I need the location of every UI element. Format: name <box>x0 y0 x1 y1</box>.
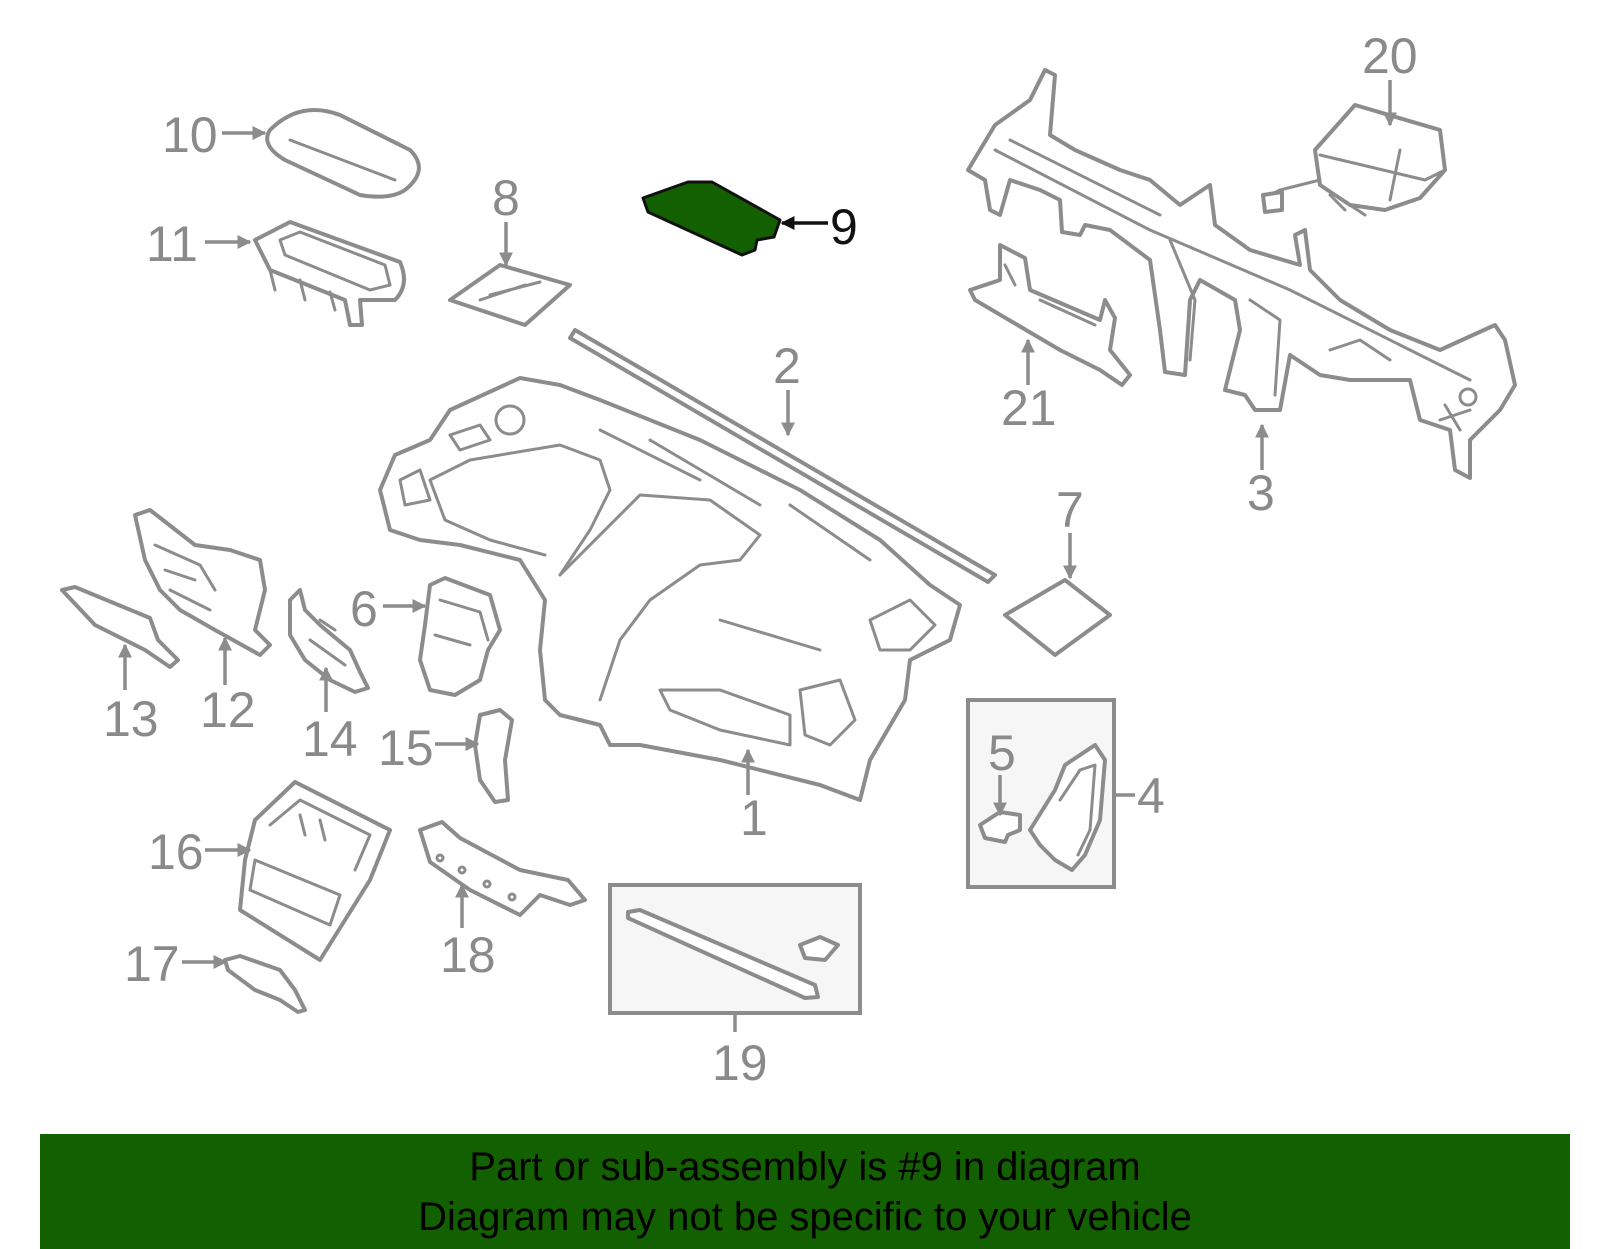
part-2[interactable] <box>568 328 997 584</box>
callout-8[interactable]: 8 <box>492 170 520 226</box>
callout-6[interactable]: 6 <box>350 581 378 637</box>
callout-9[interactable]: 9 <box>830 199 858 255</box>
part-10[interactable] <box>265 108 421 199</box>
callout-19[interactable]: 19 <box>712 1035 768 1091</box>
parts-diagram: 10 11 8 9 2 20 21 3 7 5 4 1 6 13 12 14 1… <box>60 28 1517 1091</box>
part-1[interactable] <box>378 376 962 802</box>
callout-14[interactable]: 14 <box>302 711 358 767</box>
banner-line-2: Diagram may not be specific to your vehi… <box>418 1194 1192 1239</box>
callout-labels: 10 11 8 9 2 20 21 3 7 5 4 1 6 13 12 14 1… <box>103 28 1418 1091</box>
part-21[interactable] <box>968 243 1132 387</box>
callout-15[interactable]: 15 <box>378 720 434 776</box>
part-15[interactable] <box>473 708 514 804</box>
part-17[interactable] <box>223 954 307 1014</box>
callout-18[interactable]: 18 <box>440 927 496 983</box>
part-6[interactable] <box>418 576 502 697</box>
callout-17[interactable]: 17 <box>124 936 180 992</box>
part-11[interactable] <box>253 220 406 327</box>
callout-13[interactable]: 13 <box>103 691 159 747</box>
callout-11[interactable]: 11 <box>146 216 198 272</box>
callout-20[interactable]: 20 <box>1362 28 1418 84</box>
callout-4[interactable]: 4 <box>1137 768 1165 824</box>
part-7[interactable] <box>1003 578 1112 657</box>
callout-1[interactable]: 1 <box>740 790 768 846</box>
part-8[interactable] <box>448 263 572 327</box>
callout-16[interactable]: 16 <box>148 824 204 880</box>
callout-7[interactable]: 7 <box>1056 482 1084 538</box>
callout-10[interactable]: 10 <box>162 107 218 163</box>
banner-line-1: Part or sub-assembly is #9 in diagram <box>469 1144 1141 1189</box>
callout-12[interactable]: 12 <box>200 682 256 738</box>
info-banner: Part or sub-assembly is #9 in diagram Di… <box>40 1134 1570 1249</box>
leader-lines <box>118 80 1397 1032</box>
part-3[interactable] <box>966 68 1517 480</box>
part-19-box[interactable] <box>608 883 862 1015</box>
callout-5[interactable]: 5 <box>988 725 1016 781</box>
part-20[interactable] <box>1261 103 1447 217</box>
part-16[interactable] <box>238 780 392 962</box>
callout-2[interactable]: 2 <box>773 338 801 394</box>
callout-21[interactable]: 21 <box>1001 380 1057 436</box>
callout-3[interactable]: 3 <box>1247 465 1275 521</box>
part-9-highlighted[interactable] <box>641 180 782 257</box>
part-12[interactable] <box>133 508 272 657</box>
part-18[interactable] <box>418 820 587 917</box>
part-4-box[interactable] <box>966 698 1116 889</box>
part-13[interactable] <box>60 585 180 669</box>
part-14[interactable] <box>288 588 370 694</box>
